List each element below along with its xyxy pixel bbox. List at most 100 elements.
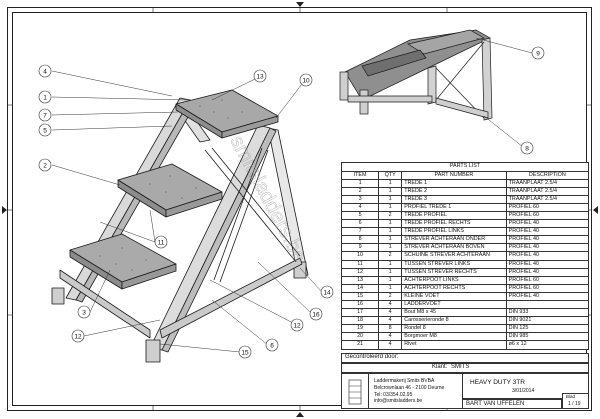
cell-item: 16 [340, 299, 380, 310]
company-address: Belcrownlaan 46 - 2100 Deurne [374, 385, 445, 391]
cell-part-number: Bout M8 x 45 [401, 308, 507, 318]
cell-part-number: TUSSEN STREVER RECHTS [401, 267, 507, 277]
back-brace-2b [219, 149, 269, 283]
header-qty: QTY [378, 170, 403, 180]
callout-3 [77, 305, 91, 319]
callout-14 [320, 285, 334, 299]
callout-label: 9 [536, 51, 540, 58]
header-part-number: PART NUMBER [401, 170, 507, 180]
callout-10 [299, 73, 313, 87]
cell-description: PROFIEL 60 [505, 210, 590, 221]
cell-description: TRAANPLAAT 2.5/4 [505, 186, 590, 196]
cell-description: DIN 933 [505, 308, 590, 318]
stringer-side-right [161, 127, 277, 353]
callout-15 [238, 345, 252, 359]
back-brace-1 [204, 149, 297, 263]
bottom-rail-right [159, 257, 303, 339]
back-brace-1b [211, 147, 301, 257]
cell-item: 21 [340, 340, 380, 350]
client-box [341, 363, 589, 373]
cell-description: PROFIEL 40 [505, 291, 590, 302]
parts-list-title: PARTS LIST [341, 162, 589, 171]
cell-part-number: TREDE PROFIEL RECHTS [401, 219, 507, 229]
callout-label: 7 [43, 113, 47, 120]
parts-list-header-row: ITEM QTY PART NUMBER DESCRIPTION [340, 170, 590, 180]
tread-top [175, 89, 279, 139]
tread-texture [99, 99, 243, 271]
tread-middle [117, 163, 223, 218]
cell-qty: 1 [378, 283, 403, 293]
cell-qty: 1 [378, 227, 403, 237]
callout-label: 1 [43, 95, 47, 102]
cell-item: 10 [340, 251, 380, 261]
leader-lines [51, 37, 533, 353]
callout-11 [154, 235, 168, 249]
cell-part-number: KLEINE VOET [401, 291, 507, 302]
cell-part-number: STREVER ACHTERAAN BOVEN [401, 243, 507, 253]
cell-description: TRAANPLAAT 2.5/4 [505, 178, 590, 188]
cell-item: 15 [340, 291, 380, 302]
detail-brace-2 [435, 41, 485, 101]
cell-description: DIN 9021 [505, 316, 590, 326]
sheet-box [562, 393, 589, 409]
author-name: BART VAN UFFELEN [466, 401, 525, 407]
parts-list-table: PARTS LIST ITEM QTY PART NUMBER DESCRIPT… [340, 162, 590, 350]
sheet-number: 1 / 19 [568, 401, 581, 407]
bottom-rail-left [59, 269, 151, 339]
cell-item: 20 [340, 332, 380, 342]
cell-part-number: SCHUINE STREVER ACHTERAAN [401, 251, 507, 261]
callout-5 [38, 123, 52, 137]
cell-qty: 1 [378, 267, 403, 277]
cell-item: 12 [340, 267, 380, 277]
foot-right-front [145, 339, 161, 363]
cell-part-number: STREVER ACHTERAAN ONDER [401, 235, 507, 245]
cell-qty: 1 [378, 219, 403, 229]
cell-description [505, 299, 590, 310]
callout-13 [253, 69, 267, 83]
callout-label: 12 [293, 323, 301, 330]
cell-qty: 1 [378, 194, 403, 204]
cell-qty: 1 [378, 275, 403, 285]
cell-description: PROFIEL 40 [505, 227, 590, 237]
cell-qty: 2 [378, 291, 403, 302]
company-logo [348, 379, 362, 405]
ladder-main-view [51, 89, 309, 363]
callout-label: 12 [74, 334, 82, 341]
cell-item: 4 [340, 202, 380, 212]
company-email: info@smitsladders.be [374, 398, 423, 404]
product-name: HEAVY DUTY 3TR [470, 379, 525, 386]
cell-description: PROFIEL 40 [505, 259, 590, 269]
cell-qty: 1 [378, 259, 403, 269]
cell-item: 14 [340, 283, 380, 293]
callout-label: 10 [302, 78, 310, 85]
detail-under-tread [361, 49, 427, 77]
cell-item: 7 [340, 227, 380, 237]
cell-part-number: TREDE 3 [401, 194, 507, 204]
cell-part-number: Rivet [401, 340, 507, 350]
cell-item: 9 [340, 243, 380, 253]
cell-description: PROFIEL 40 [505, 235, 590, 245]
cell-part-number: PROFIEL TREDE 1 [401, 202, 507, 212]
cell-item: 2 [340, 186, 380, 196]
callout-label: 13 [256, 74, 264, 81]
callout-6 [265, 338, 279, 352]
company-name: Laddermakerij Smits BVBA [374, 378, 435, 384]
cell-item: 6 [340, 219, 380, 229]
cell-part-number: Rondel 8 [401, 324, 507, 334]
cell-qty: 2 [378, 251, 403, 261]
cell-description: PROFIEL 60 [505, 202, 590, 212]
logo-box [341, 373, 369, 409]
cell-part-number: TREDE 1 [401, 178, 507, 188]
callout-label: 11 [158, 240, 165, 247]
